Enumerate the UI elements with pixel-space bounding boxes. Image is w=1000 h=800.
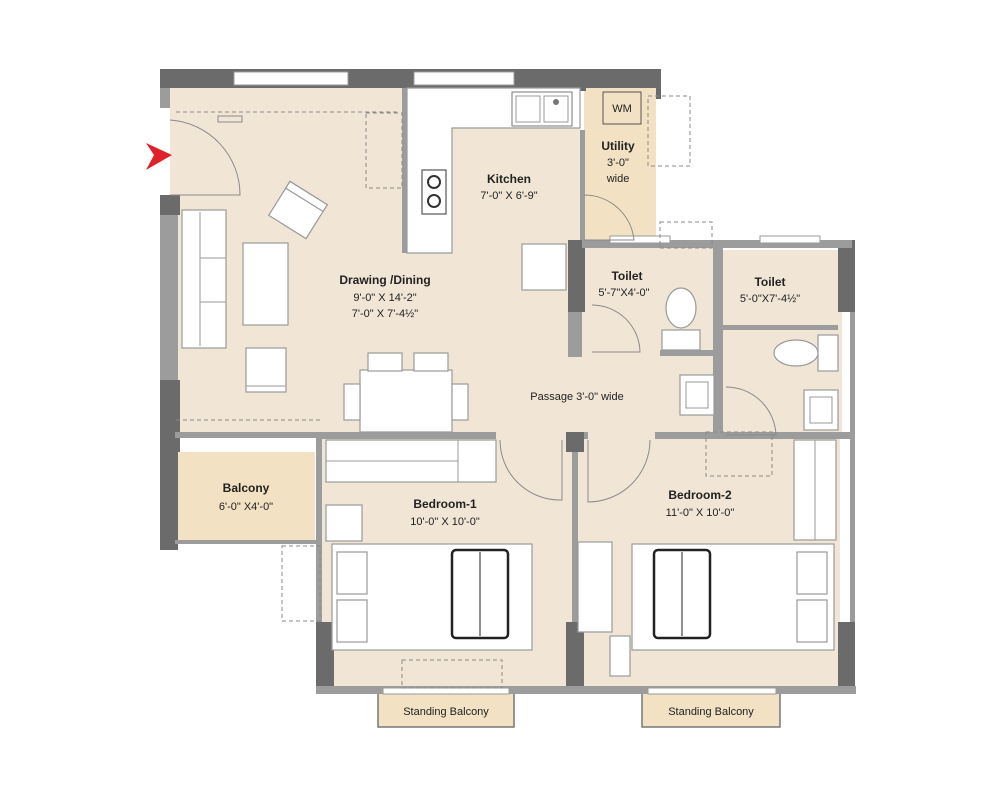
bedroom2-furniture <box>577 439 837 677</box>
balcony-dim: 6'-0" X4'-0" <box>219 501 273 513</box>
wash-basin <box>679 374 715 416</box>
utility-dim1: 3'-0" <box>607 157 629 169</box>
toilet2-fixtures <box>773 334 839 431</box>
utility-fixtures <box>602 91 642 125</box>
room-labels: Kitchen 7'-0" X 6'-9" WM Utility 3'-0" w… <box>219 103 800 718</box>
passage-label: Passage 3'-0" wide <box>530 391 623 403</box>
balcony-title: Balcony <box>223 481 270 495</box>
bedroom1-dim: 10'-0" X 10'-0" <box>410 516 480 528</box>
toilet1-dim: 5'-7"X4'-0" <box>598 287 649 299</box>
toilet2-title: Toilet <box>754 275 785 289</box>
doors <box>169 115 777 503</box>
washing-machine-box <box>602 91 642 125</box>
dashed-outlines <box>176 95 773 689</box>
utility-title: Utility <box>601 139 635 153</box>
drawing-title: Drawing /Dining <box>339 273 430 287</box>
toilet1-fixtures <box>661 287 715 416</box>
kitchen-fixtures <box>406 87 581 254</box>
standing-balcony1-floor <box>377 692 515 728</box>
bedroom1-furniture <box>325 439 533 651</box>
standing-balcony1-label: Standing Balcony <box>403 706 489 718</box>
wash-basin-2 <box>803 389 839 431</box>
wm-label: WM <box>612 103 632 115</box>
bedroom2-title: Bedroom-2 <box>668 488 732 502</box>
kitchen-sink <box>511 91 573 127</box>
bedroom1-title: Bedroom-1 <box>413 497 477 511</box>
standing-balcony2-label: Standing Balcony <box>668 706 754 718</box>
armchair <box>267 180 329 240</box>
dining-table <box>359 369 453 433</box>
kitchen-dim: 7'-0" X 6'-9" <box>480 190 537 202</box>
sofa <box>181 209 227 349</box>
coffee-table <box>242 242 289 326</box>
toilet1-title: Toilet <box>611 269 642 283</box>
drawing-room-furniture <box>181 180 567 433</box>
kitchen-title: Kitchen <box>487 172 531 186</box>
balcony-floor <box>165 452 315 544</box>
fridge <box>521 243 567 291</box>
standing-balcony2-floor <box>641 692 781 728</box>
side-table <box>245 347 287 393</box>
drawing-dim1: 9'-0" X 14'-2" <box>353 292 416 304</box>
utility-dim2: wide <box>606 173 630 185</box>
entry-arrow-icon <box>146 143 172 170</box>
drawing-dim2: 7'-0" X 7'-4½" <box>352 308 419 320</box>
toilet2-dim: 5'-0"X7'-4½" <box>740 293 800 305</box>
bedroom2-dim: 11'-0" X 10'-0" <box>666 507 735 519</box>
